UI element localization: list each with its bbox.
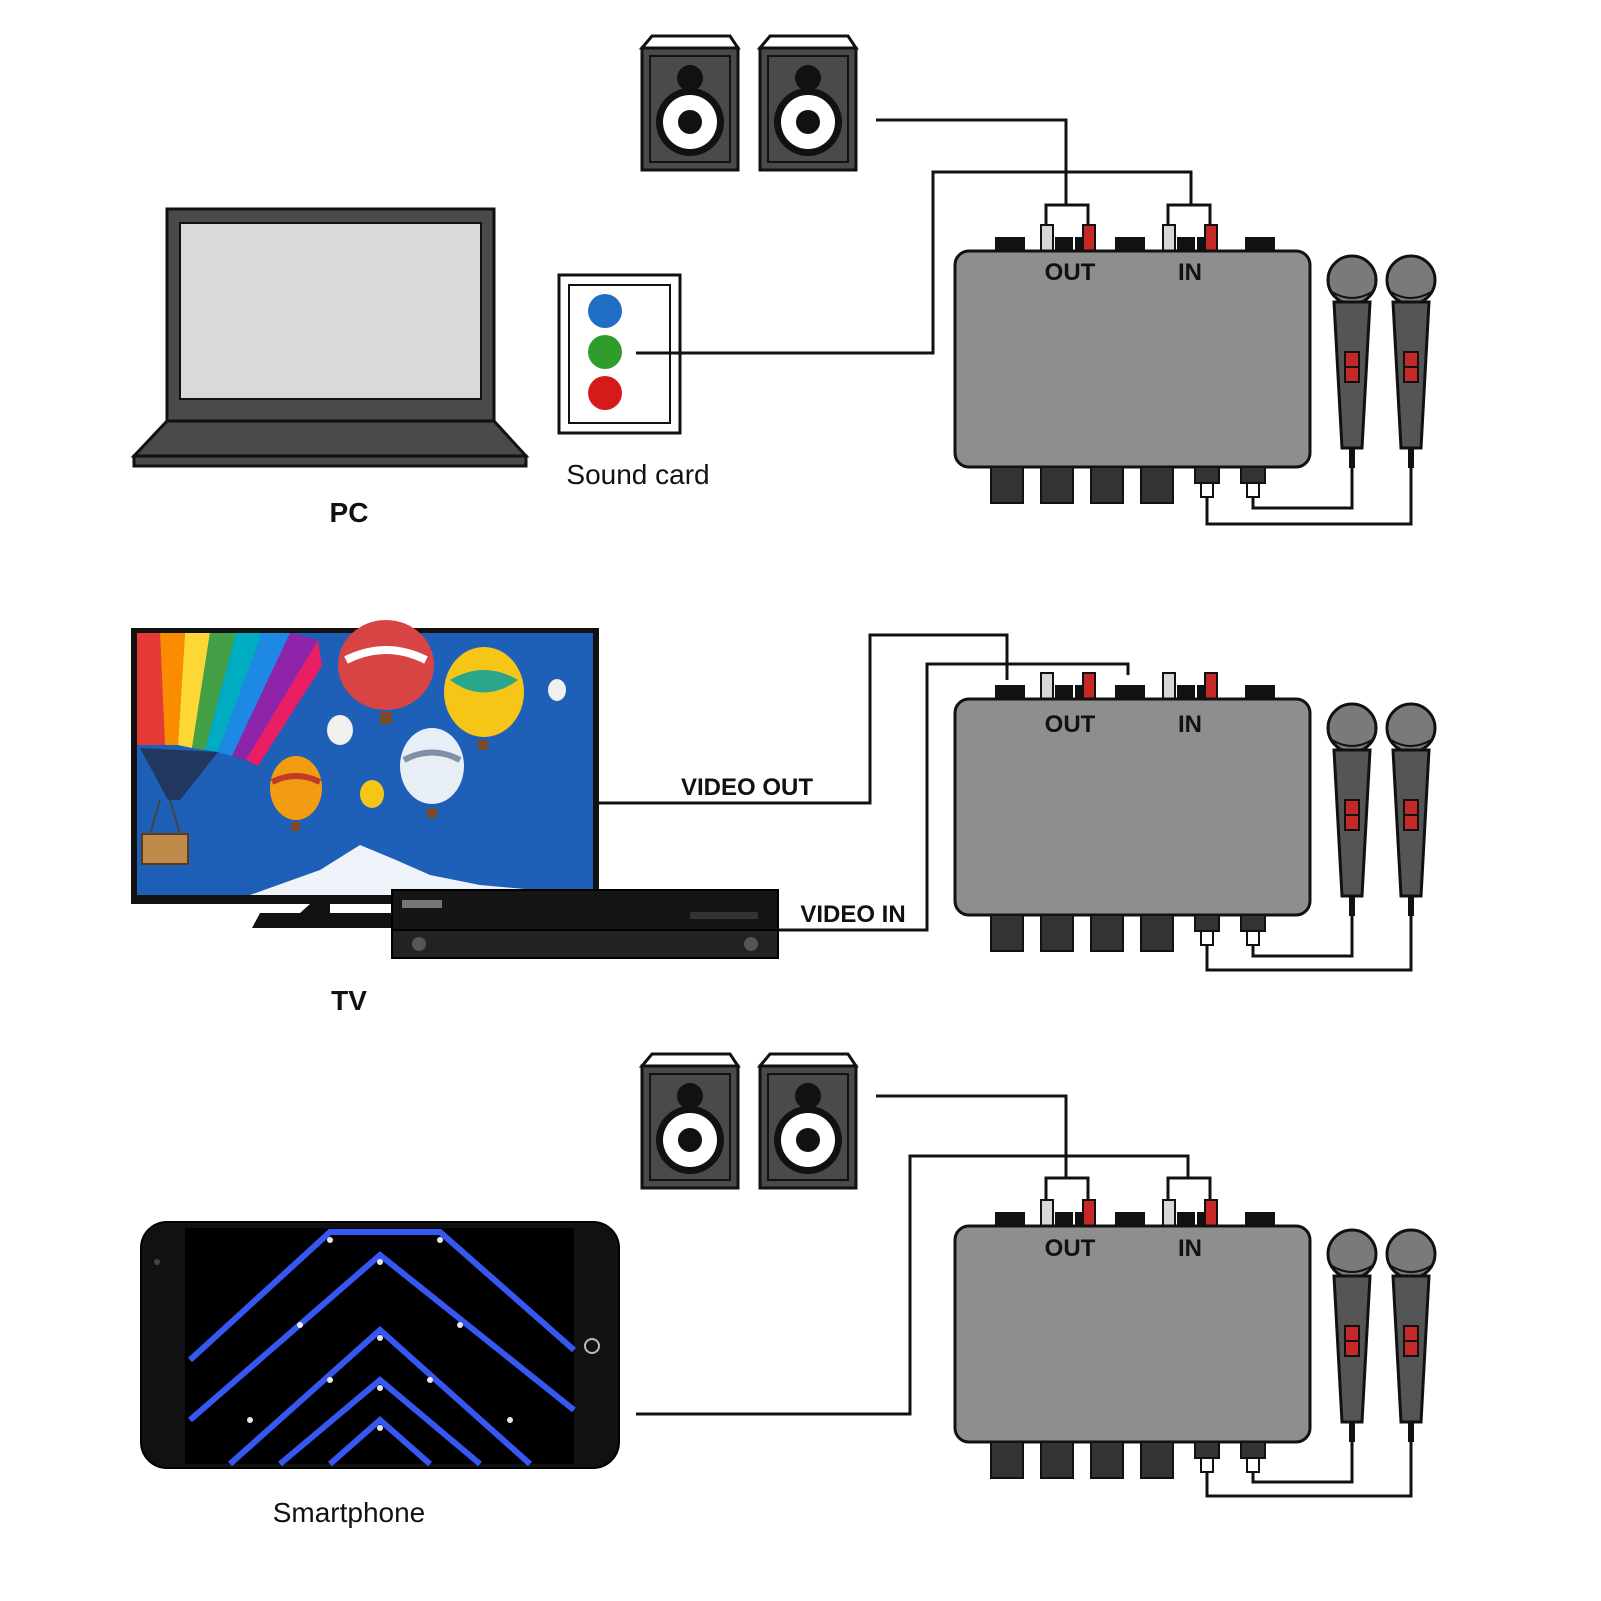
mixer-in-label: IN xyxy=(1178,711,1202,738)
microphone-icon xyxy=(1387,1230,1435,1442)
microphone-icon xyxy=(1387,704,1435,916)
video-out-label: VIDEO OUT xyxy=(681,774,813,801)
mixer-icon xyxy=(953,671,1312,953)
mixer-out-label: OUT xyxy=(1045,259,1096,286)
panel-tv: TV VIDEO OUT VIDEO IN OUT IN xyxy=(131,620,1435,1016)
speaker-icon xyxy=(640,1052,740,1190)
speaker-icon xyxy=(640,34,740,172)
microphone-icon xyxy=(1328,704,1376,916)
mixer-in-label: IN xyxy=(1178,1235,1202,1262)
mixer-in-label: IN xyxy=(1178,259,1202,286)
microphone-icon xyxy=(1328,1230,1376,1442)
pc-label: PC xyxy=(330,497,369,528)
smartphone-label: Smartphone xyxy=(273,1497,426,1528)
panel-pc: PC Sound card OUT IN xyxy=(130,34,1435,528)
player-icon xyxy=(391,889,779,959)
mixer-icon xyxy=(953,223,1312,505)
panel-smartphone: Smartphone OUT IN xyxy=(140,1052,1435,1528)
smartphone-icon xyxy=(140,1221,620,1469)
tv-icon xyxy=(131,620,599,928)
speaker-icon xyxy=(758,1052,858,1190)
laptop-icon xyxy=(130,207,530,468)
tv-label: TV xyxy=(331,985,367,1016)
sound-card-label: Sound card xyxy=(566,459,709,490)
mixer-icon xyxy=(953,1198,1312,1480)
mixer-out-label: OUT xyxy=(1045,1235,1096,1262)
speaker-icon xyxy=(758,34,858,172)
microphone-icon xyxy=(1328,256,1376,468)
video-in-label: VIDEO IN xyxy=(800,901,905,928)
mixer-out-label: OUT xyxy=(1045,711,1096,738)
microphone-icon xyxy=(1387,256,1435,468)
